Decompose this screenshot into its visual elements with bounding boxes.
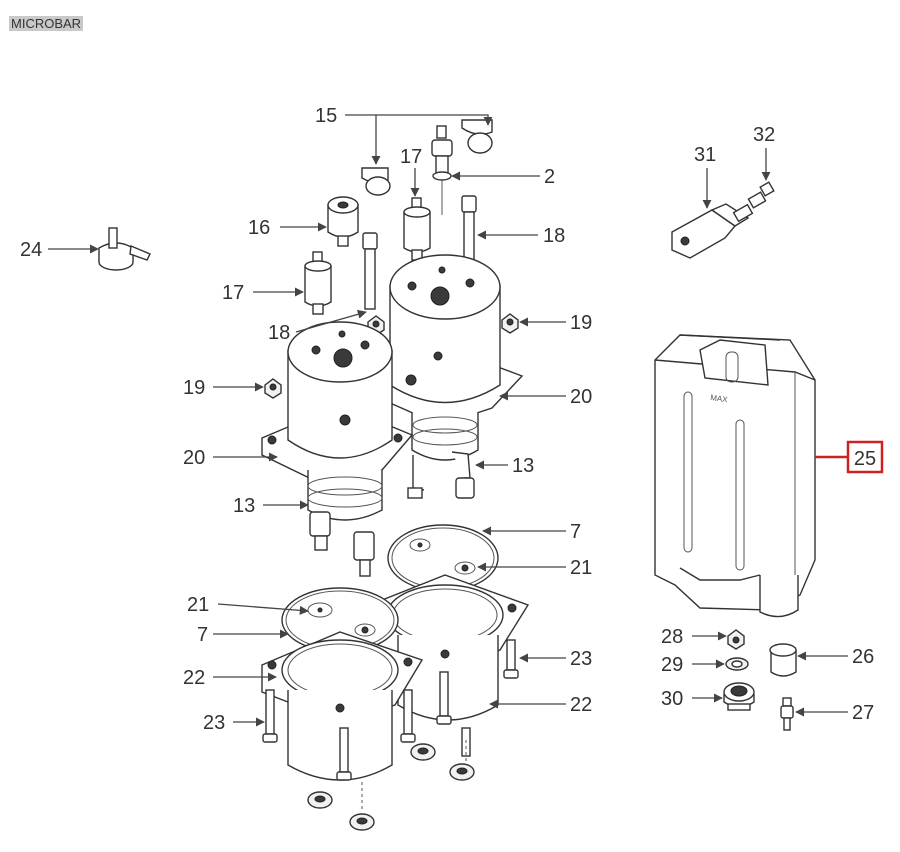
part-27-label[interactable]: 27 — [852, 702, 874, 724]
part-19-drawing — [264, 313, 519, 399]
part-13-label-left[interactable]: 13 — [233, 495, 255, 517]
part-18-drawing — [362, 195, 477, 310]
part-20-label-left[interactable]: 20 — [183, 447, 205, 469]
part-22-front-cup-drawing — [261, 631, 424, 781]
part-7-label-right[interactable]: 7 — [570, 521, 581, 543]
part-17-drawing — [304, 197, 431, 315]
part-17-label-left[interactable]: 17 — [222, 282, 244, 304]
part-15-label[interactable]: 15 — [315, 105, 337, 127]
part-28-29-30-drawing — [723, 629, 755, 711]
part-25-callout[interactable]: 25 — [815, 440, 884, 474]
part-19-label-right[interactable]: 19 — [570, 312, 592, 334]
part-19-label-left[interactable]: 19 — [183, 377, 205, 399]
part-24-label[interactable]: 24 — [20, 239, 42, 261]
part-2-drawing — [431, 125, 453, 215]
part-31-32-drawing — [671, 181, 775, 259]
part-28-label[interactable]: 28 — [661, 626, 683, 648]
part-16-drawing — [327, 196, 359, 247]
bottom-nuts-drawing — [307, 740, 475, 831]
part-25-label: 25 — [854, 448, 876, 470]
part-21-label-left[interactable]: 21 — [187, 594, 209, 616]
part-23-label-left[interactable]: 23 — [203, 712, 225, 734]
part-7-label-left[interactable]: 7 — [197, 624, 208, 646]
part-17-label-top[interactable]: 17 — [400, 146, 422, 168]
part-20-back-boiler-drawing — [371, 254, 524, 499]
part-2-label[interactable]: 2 — [544, 166, 555, 188]
part-31-label[interactable]: 31 — [694, 144, 716, 166]
part-18-label-right[interactable]: 18 — [543, 225, 565, 247]
part-26-drawing — [769, 643, 797, 677]
part-24-drawing — [98, 227, 151, 271]
part-32-label[interactable]: 32 — [753, 124, 775, 146]
part-27-drawing — [780, 697, 794, 731]
part-22-label-left[interactable]: 22 — [183, 667, 205, 689]
part-29-label[interactable]: 29 — [661, 654, 683, 676]
part-20-front-boiler-drawing — [261, 321, 414, 577]
part-15-drawing — [361, 119, 493, 196]
model-name-tag: MICROBAR — [9, 16, 84, 31]
part-labels: 15 2 17 16 17 18 18 19 19 20 20 13 13 7 … — [20, 105, 874, 734]
part-16-label[interactable]: 16 — [248, 217, 270, 239]
part-22-label-right[interactable]: 22 — [570, 694, 592, 716]
part-18-label-left[interactable]: 18 — [268, 322, 290, 344]
part-25-highlight-box — [846, 440, 884, 474]
part-23-bolts-drawing — [262, 639, 519, 781]
part-13-label-right[interactable]: 13 — [512, 455, 534, 477]
leader-lines — [48, 114, 848, 727]
part-21-label-right[interactable]: 21 — [570, 557, 592, 579]
svg-text:MAX: MAX — [710, 393, 729, 404]
part-20-label-right[interactable]: 20 — [570, 386, 592, 408]
part-23-label-right[interactable]: 23 — [570, 648, 592, 670]
part-30-label[interactable]: 30 — [661, 688, 683, 710]
part-26-label[interactable]: 26 — [852, 646, 874, 668]
part-25-tank-drawing: MAX — [654, 334, 816, 618]
